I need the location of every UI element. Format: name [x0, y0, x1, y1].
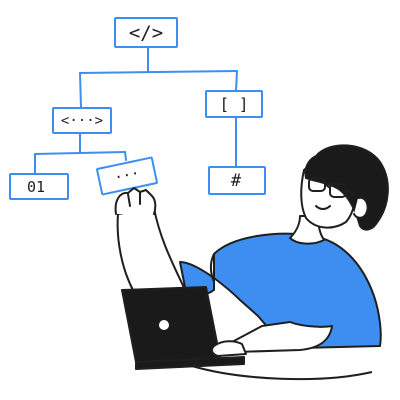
ellipsis-node-label: ···: [113, 166, 141, 187]
laptop-lid: [121, 286, 221, 363]
laptop-logo: [159, 320, 169, 330]
root-node-box: [114, 17, 178, 48]
raised-arm: [114, 187, 187, 293]
tree-node-ellipsis: ···: [96, 156, 158, 196]
tree-connectors: [34, 46, 238, 175]
hash-icon: #: [231, 171, 242, 191]
finger-line-1: [127, 193, 131, 207]
developer-head: [289, 144, 389, 245]
ellipsis-node-box: [96, 156, 158, 196]
laptop-icon: [121, 286, 245, 370]
connector-to-ellipsis: [124, 151, 127, 161]
forearm: [116, 207, 187, 293]
hand-fingers: [114, 187, 157, 215]
brackets-icon: [ ]: [220, 95, 249, 114]
waist-line: [191, 365, 373, 381]
typing-hand: [210, 340, 247, 357]
connector-element-bar: [34, 151, 126, 155]
hash-node-box: [208, 166, 266, 195]
number-node-label: 01: [27, 178, 45, 196]
tree-node-root: </>: [114, 17, 178, 48]
code-tag-icon: </>: [129, 22, 163, 44]
connector-to-array: [235, 70, 238, 92]
connector-to-element: [79, 72, 82, 109]
laptop-base: [135, 356, 245, 370]
tree-node-element: <···>: [52, 107, 112, 134]
tree-node-number: 01: [9, 173, 69, 200]
array-node-box: [205, 90, 263, 118]
lower-arm: [231, 321, 333, 353]
number-node-box: [9, 173, 69, 200]
element-node-label: <···>: [61, 113, 103, 129]
glasses-icon: [308, 177, 357, 198]
ear: [353, 196, 369, 219]
tree-node-array: [ ]: [205, 90, 263, 118]
smile: [315, 205, 331, 210]
connector-root-bar: [79, 70, 238, 74]
element-node-box: [52, 107, 112, 134]
sleeve-edge: [210, 253, 215, 283]
tree-node-hash: #: [208, 166, 266, 195]
